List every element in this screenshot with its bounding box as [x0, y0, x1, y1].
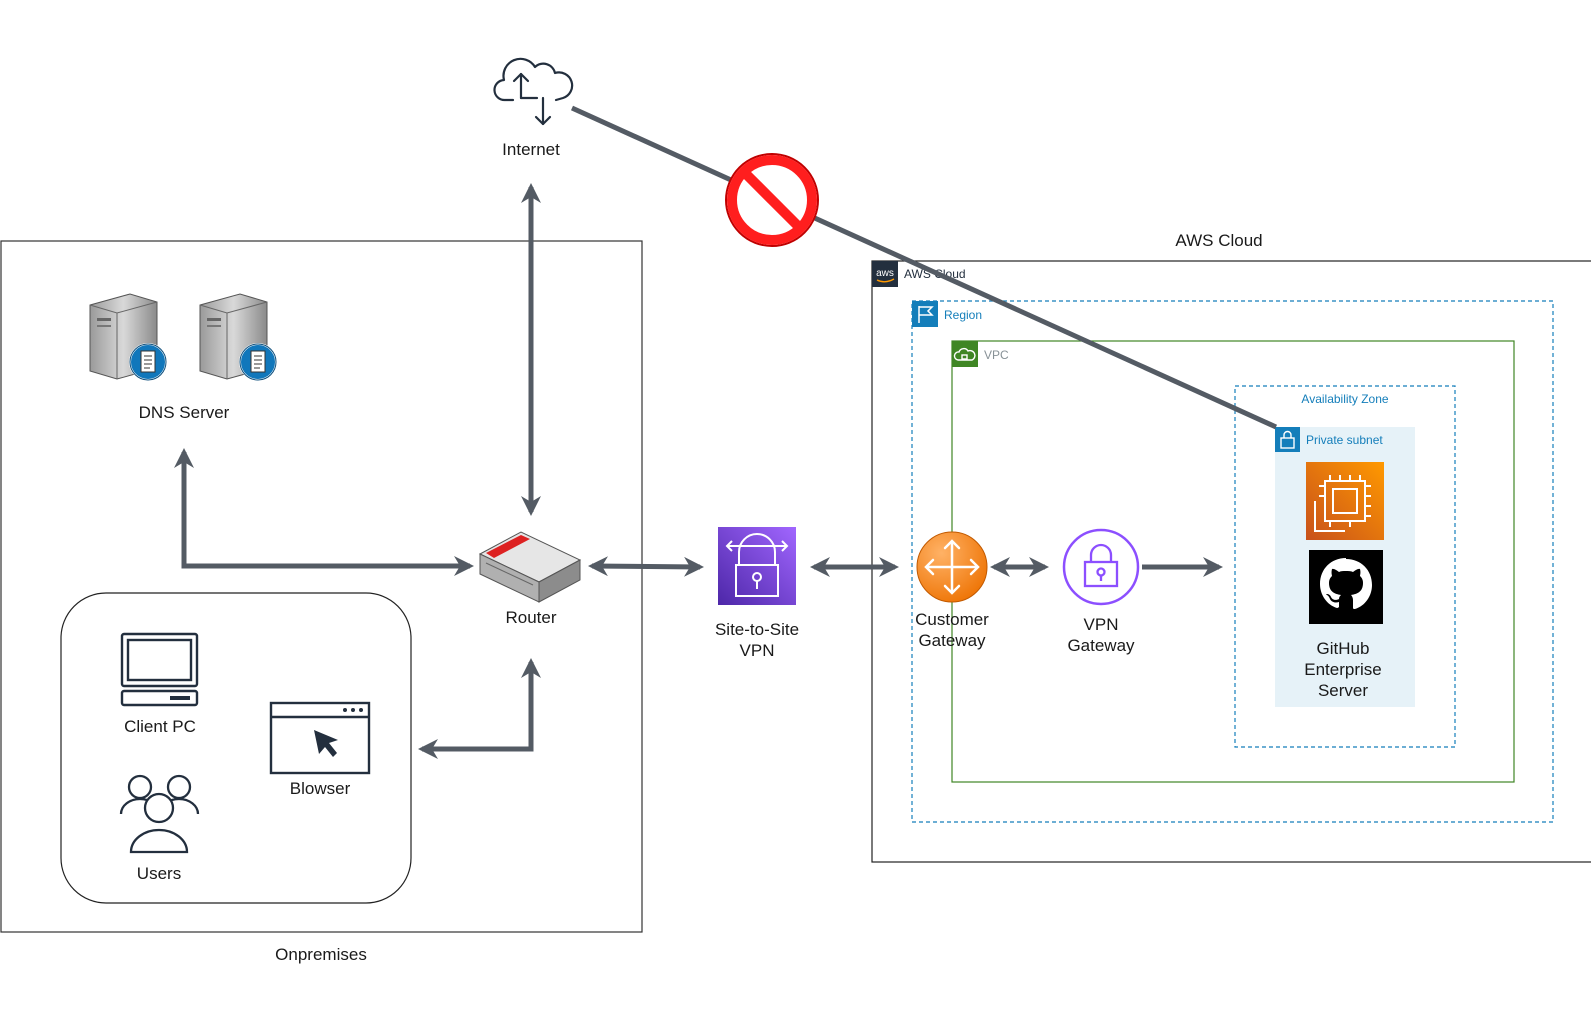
users-label: Users — [137, 864, 181, 883]
server-document-icon — [89, 293, 167, 381]
ec2-instance-icon — [1306, 462, 1384, 540]
vpn-gateway-lock-icon — [1062, 528, 1140, 606]
edge-internet-subnet-blocked — [570, 105, 1278, 430]
edge-router-browser — [418, 658, 541, 759]
onpremises-label: Onpremises — [275, 945, 367, 964]
site-to-site-vpn-icon — [718, 527, 796, 605]
site-to-site-vpn-node: Site-to-Site VPN — [715, 527, 799, 660]
vpc-label: VPC — [984, 348, 1009, 362]
client-area — [60, 592, 412, 904]
edge-router-dns — [174, 448, 474, 576]
availability-zone-group: Availability Zone — [1234, 385, 1456, 748]
customer-gateway-node: Customer Gateway — [915, 531, 989, 650]
router-node: Router — [478, 531, 582, 627]
router-icon — [478, 531, 582, 603]
customer-gateway-icon — [916, 531, 988, 603]
users-node: Users — [119, 774, 200, 883]
vpc-cloud-lock-icon — [953, 347, 976, 361]
customer-gateway-label-line2: Gateway — [918, 631, 986, 650]
customer-gateway-label-line1: Customer — [915, 610, 989, 629]
vpn-label-line1: Site-to-Site — [715, 620, 799, 639]
vpn-gateway-label-line1: VPN — [1084, 615, 1119, 634]
client-pc-label: Client PC — [124, 717, 196, 736]
vpn-gateway-node: VPN Gateway — [1062, 528, 1140, 655]
browser-node[interactable]: Blowser — [269, 701, 371, 798]
internet-node: Internet — [493, 57, 574, 159]
region-label: Region — [944, 308, 982, 322]
dns-server-node: DNS Server — [89, 293, 277, 422]
server-document-icon — [199, 293, 277, 381]
edge-router-vpn — [588, 556, 704, 577]
router-label: Router — [505, 608, 556, 627]
aws-logo: aws — [876, 268, 894, 279]
browser-label: Blowser — [290, 779, 351, 798]
ec2-instance-node — [1306, 462, 1384, 540]
github-label-line2: Enterprise — [1304, 660, 1381, 679]
private-subnet-label: Private subnet — [1306, 433, 1383, 447]
github-icon — [1309, 550, 1383, 624]
region-group: Region — [911, 300, 1554, 823]
github-label-line1: GitHub — [1317, 639, 1370, 658]
vpn-gateway-label-line2: Gateway — [1067, 636, 1135, 655]
subnet-lock-icon — [1280, 430, 1295, 449]
prohibited-icon — [725, 153, 819, 247]
github-server-node: GitHub Enterprise Server — [1304, 550, 1383, 700]
desktop-computer-icon — [120, 632, 199, 707]
aws-cloud-title: AWS Cloud — [1175, 231, 1262, 250]
internet-label: Internet — [502, 140, 560, 159]
vpn-label-line2: VPN — [740, 641, 775, 660]
dns-server-label: DNS Server — [139, 403, 230, 422]
users-icon — [119, 774, 200, 854]
cloud-upload-download-icon — [493, 57, 574, 126]
browser-window-icon — [269, 701, 371, 775]
connections — [174, 105, 1278, 759]
region-flag-icon — [918, 306, 934, 323]
onpremises-group: Onpremises — [0, 240, 643, 964]
github-label-line3: Server — [1318, 681, 1368, 700]
client-pc-node: Client PC — [120, 632, 199, 736]
availability-zone-label: Availability Zone — [1301, 392, 1388, 406]
